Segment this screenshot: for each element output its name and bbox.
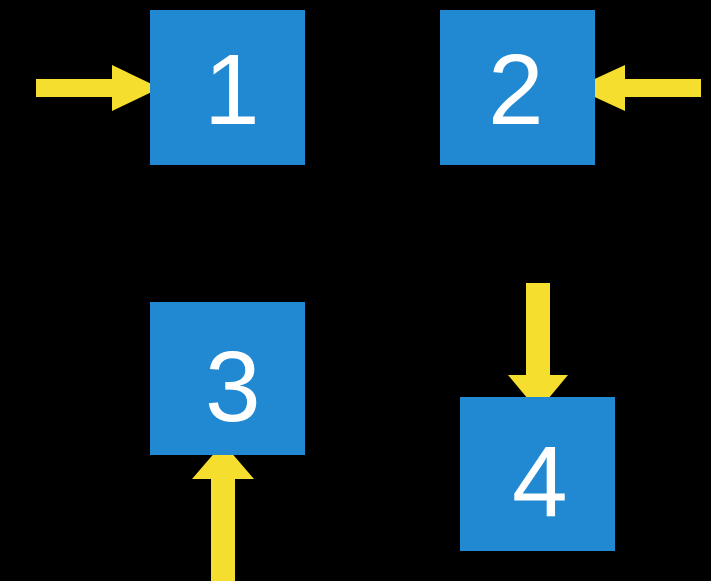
arrow-up-icon [192, 443, 254, 581]
diagram-node-2[interactable]: 2 [440, 10, 595, 165]
arrow-into-node-3 [192, 443, 254, 581]
diagram-node-3-label: 3 [205, 331, 261, 443]
arrow-right-icon [36, 65, 160, 111]
diagram-node-2-label: 2 [488, 34, 544, 146]
arrow-into-node-4 [508, 283, 568, 411]
diagram-node-3[interactable]: 3 [150, 302, 305, 455]
arrow-into-node-2 [575, 62, 701, 114]
diagram-node-1[interactable]: 1 [150, 10, 305, 165]
diagram-node-1-label: 1 [204, 34, 260, 146]
diagram-node-4[interactable]: 4 [460, 397, 615, 551]
arrow-left-icon [575, 65, 701, 111]
arrow-down-icon [508, 283, 568, 411]
diagram-node-4-label: 4 [512, 426, 568, 538]
arrow-into-node-1 [36, 62, 160, 114]
